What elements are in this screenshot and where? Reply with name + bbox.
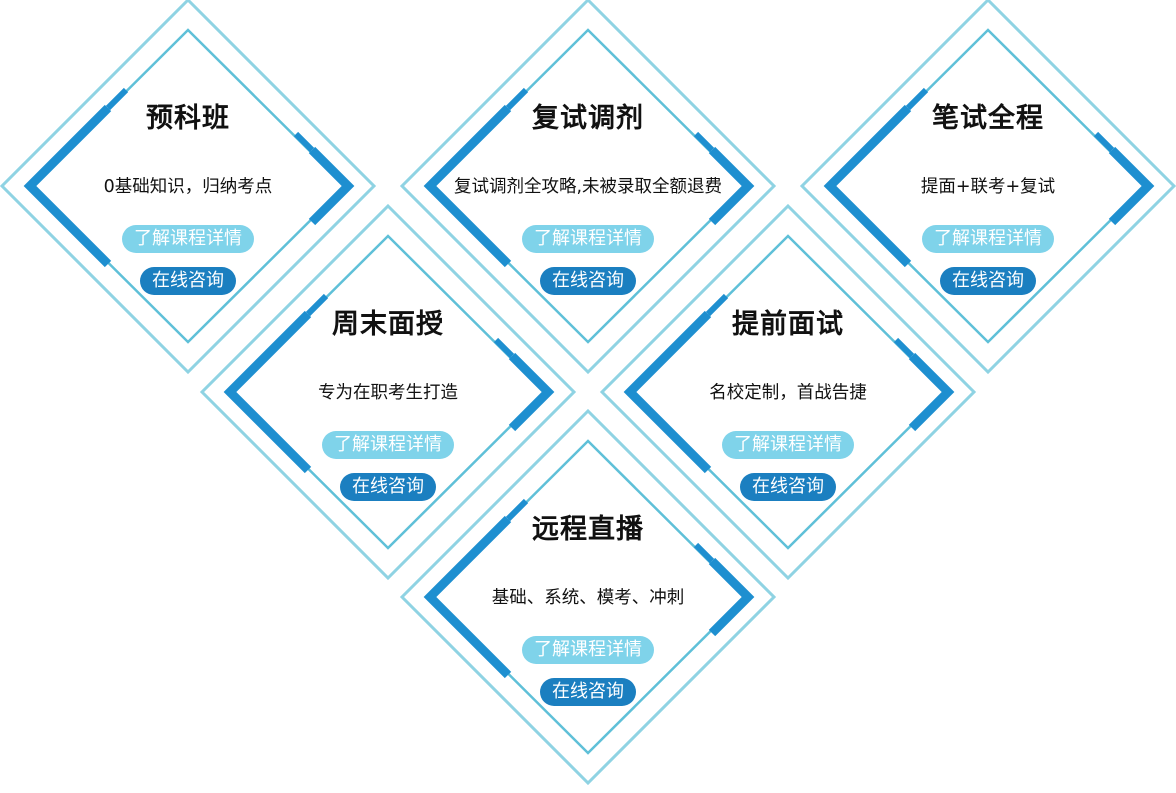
course-card-live: 远程直播 基础、系统、模考、冲刺 了解课程详情 在线咨询 bbox=[468, 512, 708, 772]
card-title: 预科班 bbox=[146, 103, 230, 134]
card-description: 名校定制，首战告捷 bbox=[709, 383, 867, 403]
course-detail-button[interactable]: 了解课程详情 bbox=[722, 431, 854, 459]
card-description: 基础、系统、模考、冲刺 bbox=[491, 588, 685, 608]
online-consult-button[interactable]: 在线咨询 bbox=[740, 473, 836, 501]
card-description: 0基础知识，归纳考点 bbox=[103, 177, 273, 197]
course-detail-button[interactable]: 了解课程详情 bbox=[322, 431, 454, 459]
online-consult-button[interactable]: 在线咨询 bbox=[340, 473, 436, 501]
course-card-prep: 预科班 0基础知识，归纳考点 了解课程详情 在线咨询 bbox=[68, 101, 308, 361]
card-title: 远程直播 bbox=[532, 514, 644, 545]
online-consult-button[interactable]: 在线咨询 bbox=[540, 267, 636, 295]
course-detail-button[interactable]: 了解课程详情 bbox=[522, 636, 654, 664]
course-card-retest: 复试调剂 复试调剂全攻略,未被录取全额退费 了解课程详情 在线咨询 bbox=[454, 101, 722, 361]
course-card-written-exam: 笔试全程 提面+联考+复试 了解课程详情 在线咨询 bbox=[868, 101, 1108, 361]
card-title: 复试调剂 bbox=[532, 103, 644, 134]
card-title: 提前面试 bbox=[732, 309, 844, 340]
card-description: 复试调剂全攻略,未被录取全额退费 bbox=[453, 177, 723, 197]
online-consult-button[interactable]: 在线咨询 bbox=[940, 267, 1036, 295]
online-consult-button[interactable]: 在线咨询 bbox=[140, 267, 236, 295]
course-detail-button[interactable]: 了解课程详情 bbox=[922, 225, 1054, 253]
online-consult-button[interactable]: 在线咨询 bbox=[540, 678, 636, 706]
card-title: 周末面授 bbox=[332, 309, 444, 340]
card-title: 笔试全程 bbox=[932, 103, 1044, 134]
card-description: 专为在职考生打造 bbox=[318, 383, 458, 403]
course-detail-button[interactable]: 了解课程详情 bbox=[122, 225, 254, 253]
course-card-early-interview: 提前面试 名校定制，首战告捷 了解课程详情 在线咨询 bbox=[668, 307, 908, 567]
card-description: 提面+联考+复试 bbox=[920, 177, 1056, 197]
course-card-weekend: 周末面授 专为在职考生打造 了解课程详情 在线咨询 bbox=[268, 307, 508, 567]
course-detail-button[interactable]: 了解课程详情 bbox=[522, 225, 654, 253]
